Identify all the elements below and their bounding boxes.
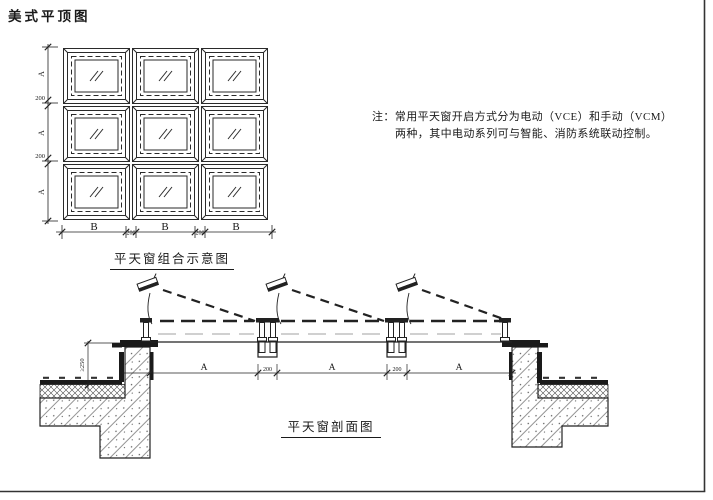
dim-label: 200 <box>196 231 205 237</box>
dim-label: 200 <box>263 367 272 373</box>
section-dim-bottom <box>122 364 516 380</box>
note-block: 注：常用平天窗开启方式分为电动（VCE）和手动（VCM） 两种，其中电动系列可与… <box>372 109 702 143</box>
left-parapet-wall <box>39 346 151 459</box>
frame-leg <box>258 341 266 353</box>
skylight-frame <box>498 317 512 342</box>
left-roof-layers <box>39 340 158 399</box>
dim-label: 200 <box>127 231 136 237</box>
open-sash-unit <box>135 273 256 325</box>
right-roof-layers <box>502 340 609 399</box>
dim-label: B <box>90 221 97 233</box>
section-view: A 200 A 200 A ≥250 <box>39 273 609 459</box>
skylight-frame <box>266 317 280 342</box>
frame-leg <box>387 341 395 353</box>
skylight-panel <box>201 106 268 162</box>
note-line-2: 两种，其中电动系列可与智能、消防系统联动控制。 <box>395 128 658 140</box>
note-text-1: 常用平天窗开启方式分为电动（VCE）和手动（VCM） <box>394 111 673 123</box>
plan-caption: 平天窗组合示意图 <box>110 248 234 270</box>
sash-tip <box>264 273 290 292</box>
dim-label: A <box>37 189 46 195</box>
dim-label: B <box>232 221 239 233</box>
section-caption: 平天窗剖面图 <box>281 416 381 438</box>
section-dim-parapet <box>84 341 122 391</box>
note-label: 注： <box>372 111 395 123</box>
sash-tip <box>135 273 161 292</box>
frame-leg <box>269 341 277 353</box>
page-title: 美式平顶图 <box>8 9 91 24</box>
dim-label: 200 <box>35 153 45 160</box>
frame-leg <box>398 341 406 353</box>
dim-label: 200 <box>393 367 402 373</box>
dim-label: B <box>161 221 168 233</box>
sash-tip <box>394 273 420 292</box>
open-sash-unit <box>394 273 510 325</box>
skylight-panel <box>63 106 130 162</box>
note-line-1: 注：常用平天窗开启方式分为电动（VCE）和手动（VCM） <box>372 109 702 126</box>
gutter-channel <box>386 342 407 358</box>
skylight-grid <box>63 48 268 220</box>
skylight-panel <box>201 164 268 220</box>
skylight-frame <box>384 317 398 342</box>
dim-label: ≥250 <box>79 358 86 371</box>
dim-label: 200 <box>35 95 45 102</box>
skylight-panel <box>132 164 199 220</box>
skylight-panel <box>63 48 130 104</box>
skylight-panel <box>63 164 130 220</box>
skylight-frame <box>395 317 409 342</box>
sheet-border <box>0 0 706 493</box>
dim-label: A <box>456 363 463 373</box>
open-sash-unit <box>264 273 385 325</box>
dim-label: A <box>37 130 46 136</box>
skylight-panel <box>132 106 199 162</box>
skylight-frame <box>255 317 269 342</box>
skylight-panel <box>132 48 199 104</box>
dim-label: A <box>201 363 208 373</box>
gutter-channel <box>257 342 278 358</box>
skylight-panel <box>201 48 268 104</box>
plan-view: A 200 A 200 A B 200 B 200 B <box>35 43 276 239</box>
dim-label: A <box>329 363 336 373</box>
dim-label: A <box>37 71 46 77</box>
